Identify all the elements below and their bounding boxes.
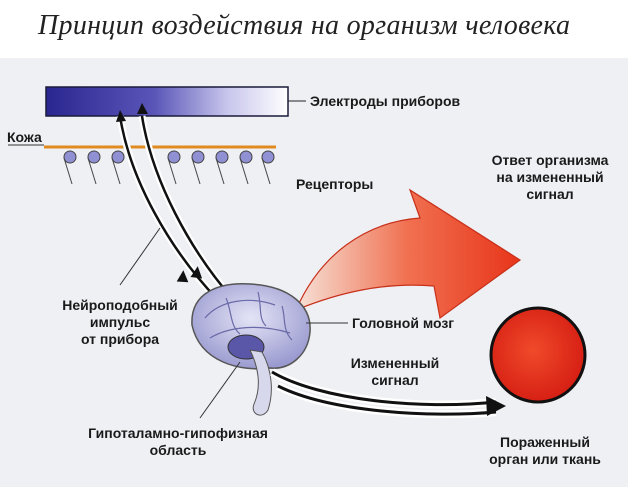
- impulse-label-line3: от прибора: [80, 331, 160, 347]
- receptor: [239, 150, 253, 185]
- hypothal-label: Гипоталамно-гипофизная область: [70, 425, 286, 459]
- organ-arrowhead: [486, 396, 506, 416]
- electrodes-label: Электроды приборов: [310, 93, 461, 109]
- receptor: [63, 150, 77, 185]
- receptor: [261, 150, 275, 185]
- organ-label: Пораженный орган или ткань: [470, 434, 620, 468]
- brain-label: Головной мозг: [352, 315, 455, 331]
- receptors-label: Рецепторы: [296, 176, 374, 192]
- down-arrowhead: [190, 266, 203, 279]
- altered-label-line1: Измененный: [350, 355, 440, 371]
- response-arrow: [294, 188, 522, 320]
- impulse-label: Нейроподобный импульс от прибора: [40, 297, 200, 348]
- impulse-label-line2: импульс: [89, 314, 151, 330]
- impulse-leader: [119, 227, 161, 286]
- up-arrowhead: [137, 103, 148, 114]
- receptor: [191, 150, 205, 185]
- receptor: [215, 150, 229, 185]
- receptors-group: [63, 150, 275, 185]
- receptor: [87, 150, 101, 185]
- title-band: Принцип воздействия на организм человека: [0, 0, 628, 58]
- brain: [191, 283, 311, 416]
- hypothal-label-line2: область: [149, 442, 207, 458]
- electrode-bar: [45, 86, 289, 117]
- response-label-line3: сигнал: [526, 186, 574, 202]
- receptor: [111, 150, 125, 185]
- response-label-line2: на измененный: [496, 169, 604, 185]
- impulse-pathway: [116, 103, 235, 303]
- skin-label: Кожа: [7, 129, 42, 145]
- organ-label-line1: Пораженный: [500, 434, 590, 450]
- affected-organ: [489, 306, 587, 404]
- receptor: [167, 150, 181, 185]
- diagram-panel: [0, 58, 628, 487]
- brainstem: [249, 349, 272, 416]
- diagram-title: Принцип воздействия на организм человека: [38, 10, 571, 41]
- altered-signal-pathway: [269, 368, 506, 419]
- hypothal-leader: [199, 361, 241, 419]
- response-label: Ответ организма на измененный сигнал: [476, 152, 624, 203]
- down-arrowhead: [176, 270, 189, 283]
- impulse-label-line1: Нейроподобный: [62, 297, 178, 313]
- organ-label-line2: орган или ткань: [489, 451, 601, 467]
- up-arrowhead: [116, 110, 126, 122]
- hypothal-label-line1: Гипоталамно-гипофизная: [88, 425, 268, 441]
- altered-label-line2: сигнал: [371, 372, 419, 388]
- response-label-line1: Ответ организма: [491, 152, 609, 168]
- altered-signal-label: Измененный сигнал: [340, 355, 450, 389]
